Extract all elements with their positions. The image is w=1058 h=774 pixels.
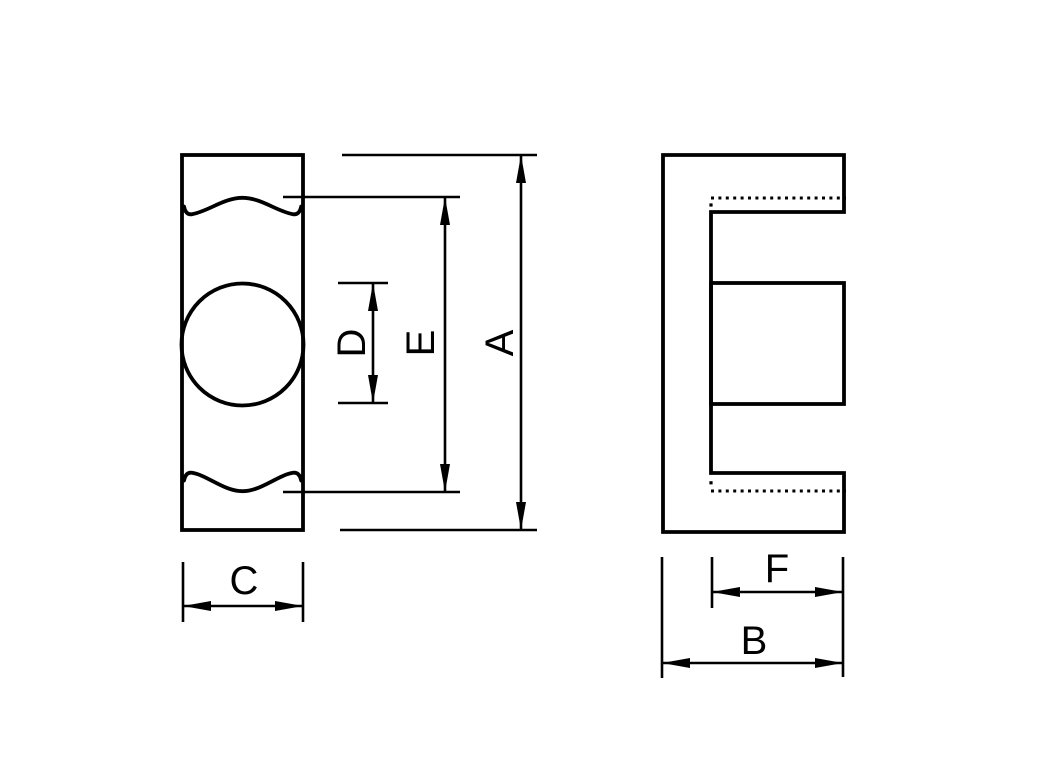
dim-B: B <box>660 557 843 678</box>
dim-D-arrowhead <box>368 375 378 403</box>
dim-D-arrowhead <box>368 283 378 311</box>
dim-C: C <box>181 559 305 622</box>
center-post-circle <box>179 281 306 408</box>
dim-D-label: D <box>330 329 374 358</box>
dim-C-arrowhead <box>183 601 211 611</box>
dim-F-label: F <box>765 547 789 591</box>
dim-C-arrowhead <box>275 601 303 611</box>
bottom-flange-curve <box>182 470 304 494</box>
hidden-edge-bottom-end-dot <box>709 481 713 485</box>
front-view <box>179 153 306 532</box>
dim-F: F <box>710 547 845 677</box>
dim-B-label: B <box>741 619 768 663</box>
dim-E: E <box>283 195 460 494</box>
dim-C-label: C <box>230 559 259 603</box>
dim-A-label: A <box>478 329 522 356</box>
dim-A-arrowhead <box>516 502 526 530</box>
e-core-profile <box>661 153 846 534</box>
dim-E-arrowhead <box>440 197 450 225</box>
dim-E-label: E <box>399 330 443 357</box>
dim-F-arrowhead <box>712 587 740 597</box>
dim-A-arrowhead <box>516 155 526 183</box>
center-leg-outline <box>709 281 846 406</box>
dim-E-arrowhead <box>440 464 450 492</box>
top-flange-curve <box>182 195 304 217</box>
dim-B-arrowhead <box>815 658 843 668</box>
side-view <box>661 153 846 534</box>
dim-B-arrowhead <box>662 658 690 668</box>
dim-A: A <box>340 153 537 532</box>
dim-D: D <box>330 281 388 405</box>
dim-F-arrowhead <box>815 587 843 597</box>
hidden-edge-top-end-dot <box>709 203 713 207</box>
